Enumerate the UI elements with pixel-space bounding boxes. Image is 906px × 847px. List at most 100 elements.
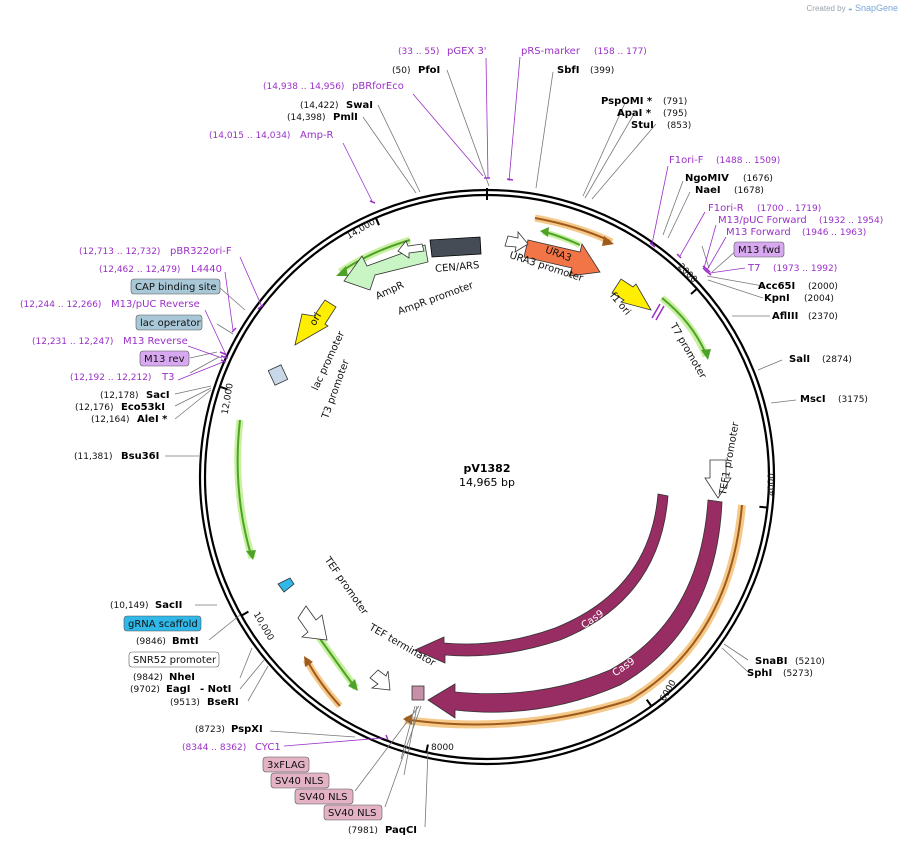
enzyme-pfoi: PfoI [418, 65, 440, 76]
primer-t7-coord: (1973 .. 1992) [773, 264, 837, 274]
box-3xflag [262, 756, 310, 773]
orf-arrow-amp-left-core [341, 239, 411, 272]
label-cen-ars: CEN/ARS [435, 260, 480, 275]
enzyme-nhei-coord: (9842) [133, 673, 163, 683]
primer-ampr-coord: (14,015 .. 14,034) [209, 131, 290, 141]
feature-cen-ars [429, 236, 482, 258]
primer-labels: (33 .. 55) pGEX 3' pRS-marker (158 .. 17… [20, 46, 883, 753]
enzyme-noti: - NotI [200, 684, 231, 695]
orf-arrowhead-bottom-orange [304, 656, 313, 667]
enzyme-apai: ApaI * [617, 108, 652, 119]
feature-ura3-promoter [504, 230, 529, 253]
enzyme-sbfi: SbfI [557, 65, 579, 76]
enzyme-naei: NaeI [695, 185, 721, 196]
primer-m13-forward-coord: (1946 .. 1963) [802, 228, 866, 238]
box-m13-rev-text: M13 rev [144, 354, 185, 365]
created-by-text: Created by [806, 4, 846, 13]
enzyme-bseri-coord: (9513) [170, 698, 200, 708]
orf-arrowhead-ura3-inner [540, 227, 549, 237]
enzyme-apai-coord: (795) [663, 109, 687, 119]
enzyme-ngomiv: NgoMIV [685, 173, 729, 184]
enzyme-swai-coord: (14,422) [300, 101, 339, 111]
orf-arrowhead-bottom-green [348, 679, 358, 691]
primer-pbr322ori-f-coord: (12,713 .. 12,732) [79, 247, 160, 257]
enzyme-eagi: EagI [166, 684, 190, 695]
primer-m13puc-reverse: M13/pUC Reverse [111, 299, 200, 310]
label-tef1-promoter: TEF1 promoter [718, 420, 742, 497]
feature-lac-promoter [267, 364, 289, 386]
tick-mark-14000 [374, 217, 380, 226]
primer-t3: T3 [161, 372, 174, 383]
enzyme-bmti-coord: (9846) [136, 637, 166, 647]
orf-arrow-ura3-inner-core [544, 231, 581, 246]
enzyme-msci-coord: (3175) [838, 395, 868, 405]
orf-arrowhead-amp [336, 266, 348, 276]
enzyme-alei: AleI * [137, 414, 168, 425]
tick-label-4000: 4000 [767, 473, 777, 496]
enzyme-saci: SacI [146, 390, 170, 401]
orf-arrowhead-tef1 [403, 714, 412, 725]
enzyme-paqci-coord: (7981) [348, 826, 378, 836]
primer-f1ori-r-coord: (1700 .. 1719) [757, 204, 821, 214]
snapgene-watermark: Created by ◒ SnapGene [807, 3, 899, 13]
tick-label-8000: 8000 [431, 743, 454, 753]
orf-arrow-tef1-core [409, 504, 743, 726]
enzyme-bmti: BmtI [172, 636, 199, 647]
enzyme-kpni-coord: (2004) [804, 294, 834, 304]
enzyme-msci: MscI [800, 394, 826, 405]
tick-mark-4000 [759, 505, 768, 509]
feature-ampr-promoter [397, 240, 425, 259]
primer-t3-coord: (12,192 .. 12,212) [70, 373, 151, 383]
orf-arrowhead-right [701, 349, 711, 360]
tick-marks [219, 217, 768, 753]
orf-arrow-left-long-core [236, 419, 252, 556]
enzyme-sphi: SphI [747, 668, 772, 679]
label-ampr: AmpR [374, 280, 406, 303]
feature-cas9-outer [427, 499, 723, 719]
feature-cas9-inner [414, 493, 669, 664]
plasmid-size: 14,965 bp [459, 476, 515, 489]
enzyme-bsu36i-coord: (11,381) [74, 452, 113, 462]
box-lac-operator [135, 314, 203, 331]
enzyme-kpni: KpnI [764, 293, 790, 304]
orf-arrow-left-long [234, 419, 256, 559]
box-snr52-promoter [128, 651, 220, 668]
enzyme-eco53ki-coord: (12,176) [75, 403, 114, 413]
enzyme-pspomi-coord: (791) [663, 97, 687, 107]
primer-pbr322ori-f: pBR322ori-F [170, 246, 232, 257]
enzyme-paqci: PaqCI [385, 825, 417, 836]
enzyme-pmli-coord: (14,398) [287, 113, 326, 123]
primer-leader-lines [177, 56, 746, 747]
feature-tef1-promoter [704, 459, 732, 499]
primer-pgex3: pGEX 3' [447, 46, 487, 57]
enzyme-sacii: SacII [155, 600, 182, 611]
box-sv40-nls-2-text: SV40 NLS [299, 792, 348, 803]
primer-m13-reverse: M13 Reverse [123, 336, 188, 347]
orf-arrow-bottom-green-core [317, 635, 355, 687]
feature-ori [294, 299, 337, 346]
enzyme-sali: SalI [789, 354, 810, 365]
primer-cyc1-coord: (8344 .. 8362) [182, 743, 246, 753]
enzyme-pfoi-coord: (50) [392, 66, 410, 76]
enzyme-sacii-coord: (10,149) [110, 601, 149, 611]
primer-prs-marker-coord: (158 .. 177) [594, 47, 647, 57]
feature-nls-cluster [411, 685, 425, 701]
enzyme-sali-coord: (2874) [822, 355, 852, 365]
enzyme-stui-coord: (853) [667, 121, 691, 131]
box-lac-operator-text: lac operator [140, 318, 201, 329]
orf-arrowhead-ura3 [602, 236, 614, 246]
box-cap-binding-site [130, 278, 221, 295]
plasmid-name: pV1382 [463, 462, 510, 475]
tick-mark-2000 [690, 287, 698, 295]
label-ampr-promoter: AmpR promoter [397, 280, 476, 318]
box-sv40-nls-1-text: SV40 NLS [275, 776, 324, 787]
primer-l4440: L4440 [191, 264, 222, 275]
tick-label-14000: 14,000 [345, 217, 378, 242]
feature-ura3 [523, 239, 601, 277]
leader-lines [165, 69, 797, 828]
enzyme-alei-coord: (12,164) [91, 415, 130, 425]
primer-pgex3-coord: (33 .. 55) [398, 47, 439, 57]
enzyme-snabi: SnaBI [755, 656, 787, 667]
enzyme-naei-coord: (1678) [734, 186, 764, 196]
